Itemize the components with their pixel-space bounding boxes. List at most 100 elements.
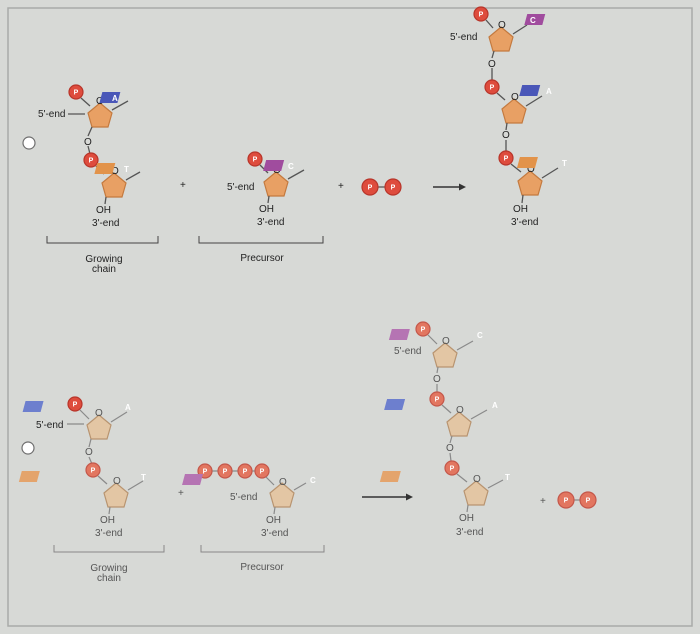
svg-text:T: T	[505, 473, 510, 482]
svg-text:P: P	[564, 498, 569, 505]
oh-label: OH	[266, 515, 281, 526]
svg-text:P: P	[586, 498, 591, 505]
svg-text:A: A	[546, 87, 552, 96]
growing-chain-1: P 5'-end O A O P O T OH 3'-end Growing	[38, 84, 159, 275]
svg-text:P: P	[89, 158, 94, 165]
phosphate-icon	[415, 321, 431, 337]
phosphate-icon	[484, 79, 500, 95]
phosphate-icon	[444, 460, 460, 476]
svg-text:O: O	[111, 166, 119, 177]
base-t-icon	[18, 471, 40, 482]
oh-label: OH	[100, 515, 115, 526]
base-t-icon	[516, 157, 538, 168]
option-1-radio[interactable]	[22, 136, 36, 150]
three-end-label: 3'-end	[456, 527, 484, 538]
svg-text:O: O	[113, 476, 121, 487]
three-end-label: 3'-end	[257, 217, 285, 228]
svg-text:T: T	[141, 473, 146, 482]
reaction-arrow-1	[433, 183, 466, 191]
option-1[interactable]: P 5'-end O A O P O T OH 3'-end Growing	[22, 6, 567, 275]
svg-text:O: O	[511, 92, 519, 103]
base-a-icon	[519, 85, 541, 96]
svg-text:O: O	[488, 59, 496, 70]
base-c-icon	[524, 14, 546, 25]
svg-text:P: P	[435, 397, 440, 404]
svg-text:P: P	[421, 327, 426, 334]
pyrophosphate-1: P P	[361, 178, 402, 196]
svg-text:C: C	[530, 16, 536, 25]
svg-text:chain: chain	[97, 573, 121, 584]
oh-label: OH	[259, 204, 274, 215]
svg-text:A: A	[112, 94, 118, 103]
phosphate-icon	[498, 150, 514, 166]
svg-text:C: C	[288, 162, 294, 171]
precursor-bracket	[200, 545, 325, 553]
five-end-label: 5'-end	[450, 32, 478, 43]
option-2[interactable]: P 5'-end O A O P O T OH 3'-end Growing	[18, 321, 597, 584]
phosphate-icon	[429, 391, 445, 407]
phosphate-icon	[254, 463, 270, 479]
plus-sign: +	[540, 496, 546, 507]
phosphate-icon	[579, 491, 597, 509]
base-c-icon	[182, 474, 203, 485]
option-2-radio[interactable]	[21, 441, 35, 455]
phosphate-icon	[67, 396, 83, 412]
phosphate-icon	[361, 178, 379, 196]
svg-text:P: P	[490, 85, 495, 92]
base-c-icon	[388, 329, 410, 340]
question-frame	[7, 7, 693, 627]
svg-text:P: P	[260, 469, 265, 476]
product-chain-1: P 5'-end O C O P O A O P O	[450, 6, 567, 228]
growing-chain-2: P 5'-end O A O P O T OH 3'-end Growing	[18, 396, 165, 584]
precursor-bracket	[198, 236, 324, 244]
base-a-icon	[99, 92, 121, 103]
growing-chain-label: Growing	[90, 563, 127, 574]
svg-text:P: P	[253, 157, 258, 164]
five-end-label: 5'-end	[227, 182, 255, 193]
plus-sign: +	[338, 181, 344, 192]
phosphate-icon	[557, 491, 575, 509]
five-end-label: 5'-end	[230, 492, 258, 503]
svg-text:P: P	[450, 466, 455, 473]
three-end-label: 3'-end	[95, 528, 123, 539]
phosphate-icon	[384, 178, 402, 196]
three-end-label: 3'-end	[261, 528, 289, 539]
svg-text:P: P	[504, 156, 509, 163]
svg-text:O: O	[85, 447, 93, 458]
oh-label: OH	[513, 204, 528, 215]
phosphate-icon	[85, 462, 101, 478]
svg-text:chain: chain	[92, 264, 116, 275]
svg-text:P: P	[479, 12, 484, 19]
plus-sign: +	[180, 180, 186, 191]
svg-text:P: P	[243, 469, 248, 476]
svg-text:O: O	[442, 336, 450, 347]
svg-text:C: C	[477, 331, 483, 340]
svg-text:O: O	[446, 443, 454, 454]
base-t-icon	[379, 471, 401, 482]
svg-text:O: O	[527, 164, 535, 175]
five-end-label: 5'-end	[36, 420, 64, 431]
svg-text:P: P	[203, 469, 208, 476]
svg-text:A: A	[125, 403, 131, 412]
reaction-arrow-2	[362, 493, 413, 501]
phosphate-icon	[237, 463, 253, 479]
three-end-label: 3'-end	[511, 217, 539, 228]
svg-text:P: P	[391, 185, 396, 192]
base-a-icon	[22, 401, 44, 412]
svg-text:T: T	[124, 165, 129, 174]
precursor-1: P 5'-end O C OH 3'-end Precursor	[198, 151, 324, 264]
base-c-icon	[263, 160, 285, 171]
svg-text:P: P	[91, 468, 96, 475]
phosphate-icon	[68, 84, 84, 100]
svg-text:P: P	[368, 185, 373, 192]
svg-text:O: O	[456, 405, 464, 416]
svg-text:O: O	[473, 474, 481, 485]
oh-label: OH	[459, 513, 474, 524]
precursor-label: Precursor	[240, 562, 284, 573]
svg-text:T: T	[562, 159, 567, 168]
phosphate-label: P	[74, 90, 79, 97]
growing-chain-bracket	[53, 545, 165, 553]
oh-label: OH	[96, 205, 111, 216]
base-t-icon	[94, 163, 116, 174]
phosphate-icon	[83, 152, 99, 168]
